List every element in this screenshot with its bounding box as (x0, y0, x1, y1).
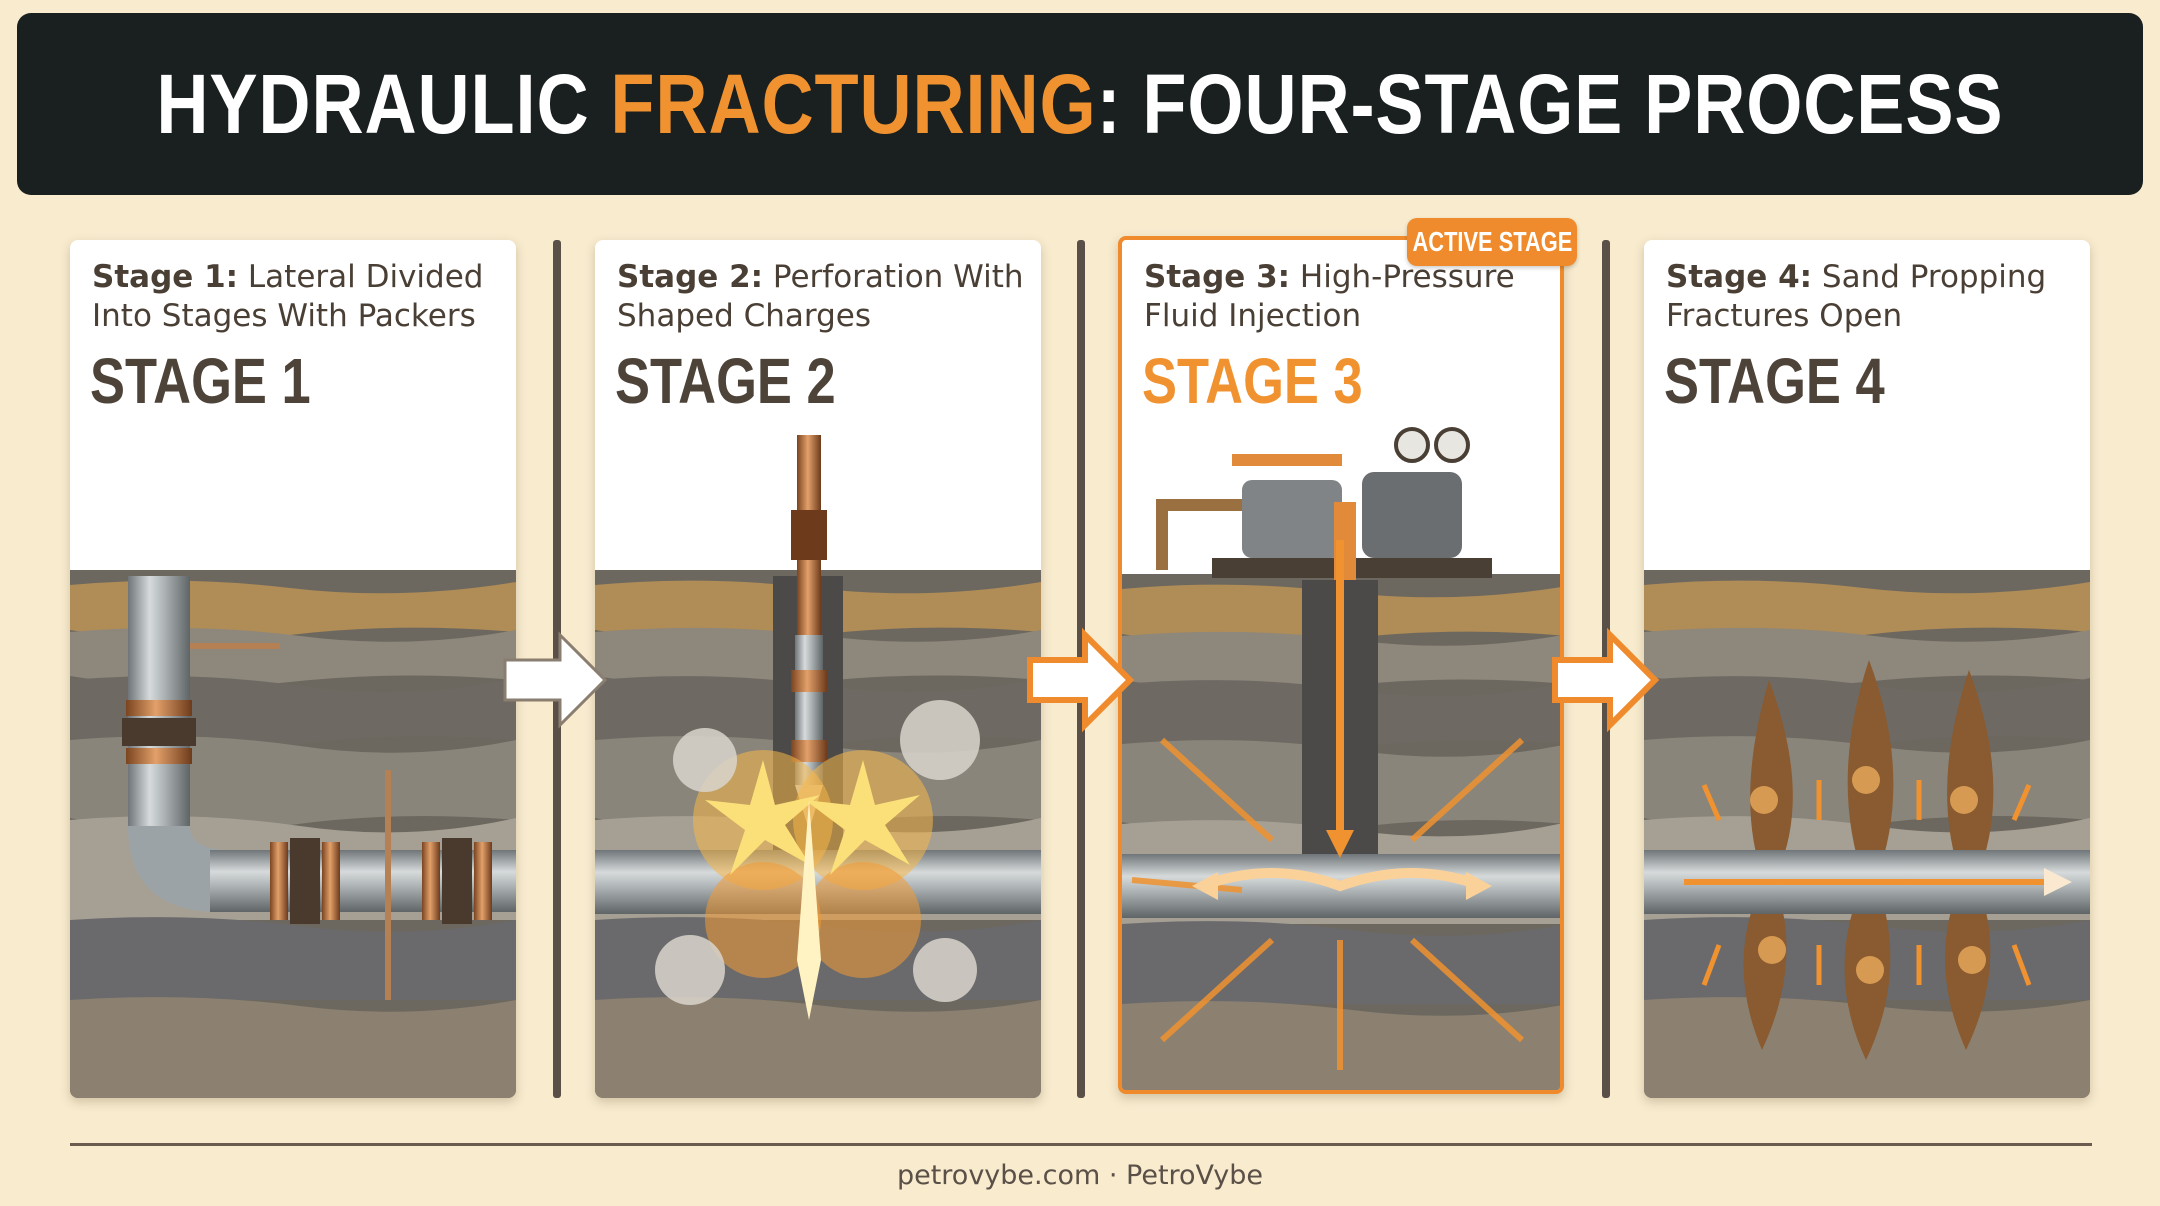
stage-4-label: STAGE 4 (1664, 345, 1885, 417)
divider-3 (1602, 240, 1610, 1098)
title-banner: HYDRAULIC FRACTURING: FOUR-STAGE PROCESS (17, 13, 2143, 195)
stage-panel-4: Stage 4: Sand Propping Fractures Open ST… (1644, 240, 2090, 1098)
page-title: HYDRAULIC FRACTURING: FOUR-STAGE PROCESS (156, 56, 2003, 153)
stage-3-illustration (1122, 427, 1560, 1090)
divider-2 (1077, 240, 1085, 1098)
active-stage-badge: ACTIVE STAGE (1407, 218, 1577, 266)
stage-2-label: STAGE 2 (615, 345, 836, 417)
title-accent: FRACTURING (610, 56, 1097, 151)
footer-divider (70, 1143, 2092, 1146)
stage-panel-2: Stage 2: Perforation With Shaped Charges… (595, 240, 1041, 1098)
title-part2: : FOUR-STAGE PROCESS (1096, 56, 2004, 151)
divider-1 (553, 240, 561, 1098)
explosion-icon (693, 750, 933, 1020)
stage-1-illustration (70, 570, 516, 1098)
stage-4-illustration (1644, 570, 2090, 1098)
stage-panel-3: Stage 3: High-Pressure Fluid Injection S… (1118, 236, 1564, 1094)
stage-1-caption: Stage 1: Lateral Divided Into Stages Wit… (92, 259, 484, 334)
stage-panel-1: Stage 1: Lateral Divided Into Stages Wit… (70, 240, 516, 1098)
stage-1-label: STAGE 1 (90, 345, 311, 417)
stage-2-illustration (595, 435, 1041, 1098)
stage-4-caption: Stage 4: Sand Propping Fractures Open (1666, 259, 2047, 334)
stage-3-caption: Stage 3: High-Pressure Fluid Injection (1144, 259, 1515, 334)
footer-credit: petrovybe.com · PetroVybe (896, 1160, 1264, 1191)
title-part1: HYDRAULIC (156, 56, 611, 151)
stage-3-label: STAGE 3 (1142, 345, 1363, 417)
stage-2-caption: Stage 2: Perforation With Shaped Charges (617, 259, 1024, 334)
